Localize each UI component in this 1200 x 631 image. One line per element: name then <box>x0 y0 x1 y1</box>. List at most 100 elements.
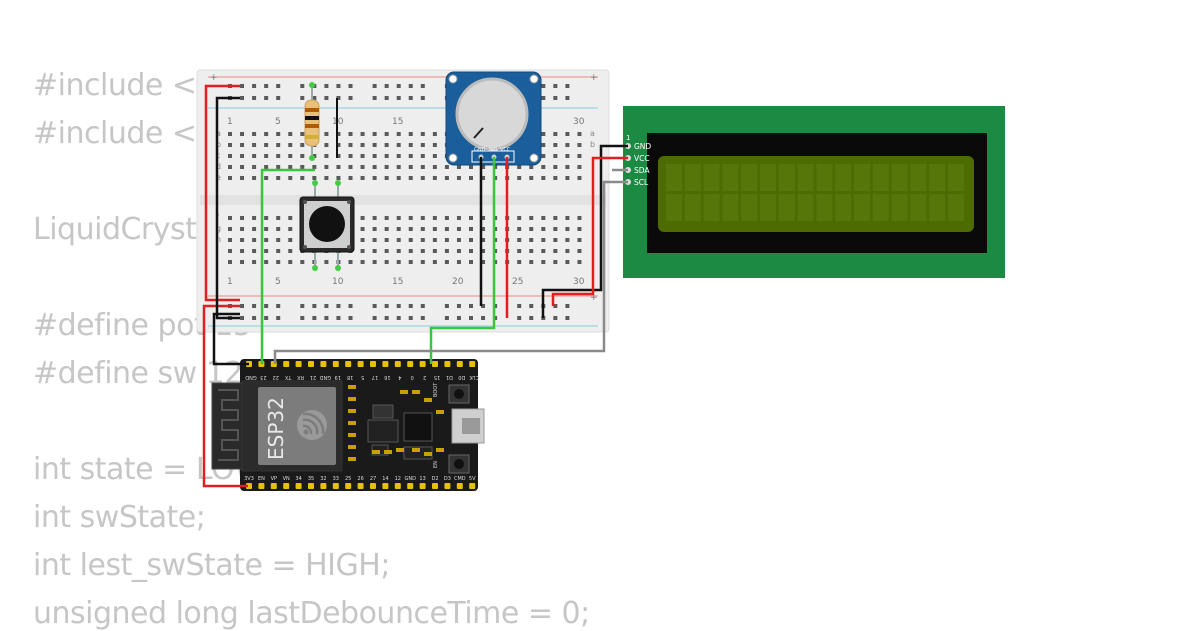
bb-hole <box>529 304 534 308</box>
bb-hole <box>517 165 522 169</box>
bb-hole <box>577 165 582 169</box>
bb-hole <box>312 96 317 100</box>
bb-hole <box>240 304 245 308</box>
lcd-cell <box>816 194 833 221</box>
esp32-bottom-pin <box>456 483 463 489</box>
bb-hole <box>577 238 582 242</box>
bb-hole <box>456 227 461 231</box>
button-cap[interactable] <box>309 206 345 242</box>
bb-hole <box>312 316 317 320</box>
bb-hole <box>336 176 341 180</box>
bb-hole <box>360 143 365 147</box>
wire-red-lcd <box>551 156 628 306</box>
bb-hole <box>384 304 389 308</box>
bb-hole <box>240 227 245 231</box>
bb-hole <box>288 216 293 220</box>
bb-hole <box>408 216 413 220</box>
bb-hole <box>288 260 293 264</box>
esp32-top-pin <box>469 361 476 367</box>
bb-hole <box>252 84 257 88</box>
bb-row-b-right: b <box>590 140 595 149</box>
esp32-bottom-pin <box>469 483 476 489</box>
bb-hole <box>264 227 269 231</box>
bb-hole <box>396 238 401 242</box>
pot-knob[interactable] <box>455 77 529 151</box>
bb-hole <box>264 316 269 320</box>
bb-hole <box>565 249 570 253</box>
bb-hole <box>553 260 558 264</box>
potentiometer[interactable]: GND SIG VCC <box>445 71 542 166</box>
esp32-bottom-pin <box>382 483 389 489</box>
bb-hole <box>432 176 437 180</box>
espressif-logo-icon <box>297 410 327 440</box>
smd-part <box>372 450 380 454</box>
bb-hole <box>481 216 486 220</box>
esp32-label: ESP32 <box>264 397 288 460</box>
bb-hole <box>529 227 534 231</box>
bb-hole <box>408 304 413 308</box>
lcd-cell <box>797 194 814 221</box>
esp32-bottom-pin-label: 12 <box>395 476 401 482</box>
bb-hole <box>312 176 317 180</box>
bb-hole <box>276 216 281 220</box>
esp32-bottom-pin-label: D3 <box>444 476 451 482</box>
esp32-top-pin-label: CLK <box>469 374 479 380</box>
bb-hole <box>553 238 558 242</box>
bb-hole <box>481 165 486 169</box>
bb-hole <box>420 165 425 169</box>
bb-hole <box>264 96 269 100</box>
lcd-display[interactable]: 1 GND VCC SDA SCL <box>623 106 1005 278</box>
pushbutton[interactable] <box>299 180 355 271</box>
esp32-bottom-pin <box>295 483 302 489</box>
esp32-bottom-pin-label: 32 <box>320 476 326 482</box>
bb-hole <box>360 238 365 242</box>
bb-hole <box>444 260 449 264</box>
esp32-bottom-pin-label: CMD <box>454 476 466 482</box>
bb-hole <box>360 227 365 231</box>
bb-hole <box>517 227 522 231</box>
bb-hole <box>324 304 329 308</box>
bb-hole <box>300 260 305 264</box>
bb-hole <box>565 227 570 231</box>
bb-hole <box>372 260 377 264</box>
lcd-cell <box>948 194 964 221</box>
lcd-cell <box>891 194 908 221</box>
bb-hole <box>553 154 558 158</box>
bb-hole <box>432 143 437 147</box>
rail-plus-label-br: + <box>590 293 598 303</box>
bb-hole <box>264 304 269 308</box>
bb-hole <box>252 96 257 100</box>
bb-hole <box>408 132 413 136</box>
esp32-top-pin <box>444 361 451 367</box>
lcd-cell <box>684 164 701 191</box>
esp32-top-pin <box>432 361 438 367</box>
button-pin-1 <box>312 180 318 186</box>
bb-hole <box>372 238 377 242</box>
bb-hole <box>444 165 449 169</box>
bb-hole <box>541 260 546 264</box>
code-line-11: int lest_swState = HIGH; <box>33 548 390 583</box>
lcd-cell <box>835 194 852 221</box>
esp32-bottom-pin <box>357 483 364 489</box>
code-line-10: int swState; <box>33 500 206 535</box>
resistor[interactable] <box>304 82 320 161</box>
lcd-cell <box>703 164 720 191</box>
rail-plus-label-tr: + <box>590 73 598 83</box>
esp32-top-pin <box>283 361 290 367</box>
code-line-4: LiquidCryst <box>33 212 197 247</box>
bb-hole <box>240 143 245 147</box>
bb-hole <box>481 260 486 264</box>
bb-hole <box>276 304 281 308</box>
bb-hole <box>517 249 522 253</box>
bb-bottom-num-1: 1 <box>227 277 233 287</box>
lcd-cell <box>910 194 927 221</box>
bb-hole <box>396 260 401 264</box>
smd-part <box>384 450 392 454</box>
esp32-top-pin-label: 21 <box>310 374 316 380</box>
breadboard[interactable]: + + + 1 5 10 15 20 25 30 1 5 10 15 20 25… <box>196 69 610 333</box>
esp32-regulator <box>372 404 394 419</box>
esp32-antenna-trace <box>218 389 239 461</box>
smd-part <box>348 421 356 425</box>
